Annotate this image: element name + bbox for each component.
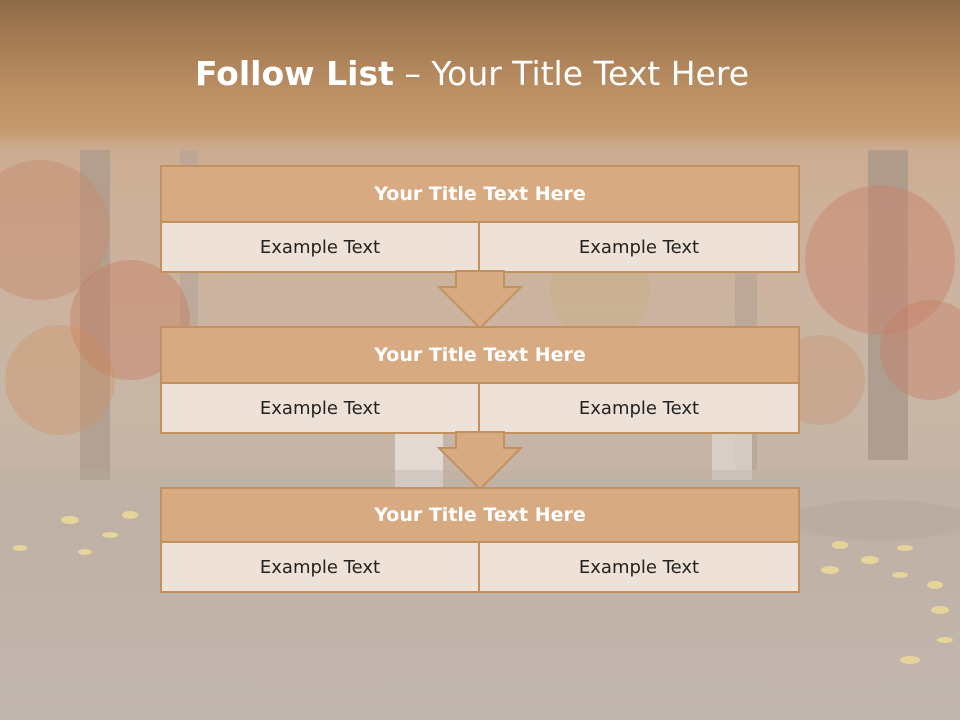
- step-1-right-text: Example Text: [478, 223, 800, 273]
- title-separator: –: [393, 54, 432, 93]
- step-title-3: Your Title Text Here: [160, 487, 800, 543]
- step-3-left-text: Example Text: [160, 543, 480, 593]
- step-2-right-text: Example Text: [478, 384, 800, 434]
- down-arrow-icon: [437, 431, 523, 491]
- title-regular: Your Title Text Here: [431, 54, 750, 93]
- step-1-left-text: Example Text: [160, 223, 480, 273]
- step-title-2: Your Title Text Here: [160, 326, 800, 384]
- title-bar: [0, 0, 960, 150]
- step-block-2: Your Title Text Here Example Text Exampl…: [160, 326, 800, 434]
- slide-title: Follow List – Your Title Text Here: [0, 54, 944, 93]
- step-3-right-text: Example Text: [478, 543, 800, 593]
- step-block-3: Your Title Text Here Example Text Exampl…: [160, 487, 800, 593]
- step-2-left-text: Example Text: [160, 384, 480, 434]
- title-bold: Follow List: [194, 54, 394, 93]
- down-arrow-icon: [437, 270, 523, 330]
- step-title-1: Your Title Text Here: [160, 165, 800, 223]
- step-block-1: Your Title Text Here Example Text Exampl…: [160, 165, 800, 273]
